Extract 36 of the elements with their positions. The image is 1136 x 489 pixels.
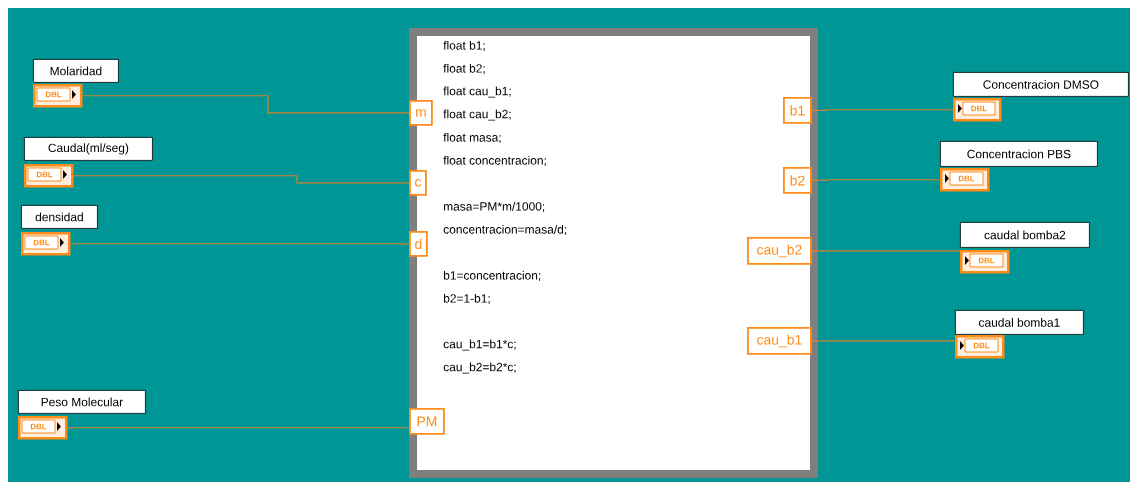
control-label: caudal bomba2 <box>960 222 1090 248</box>
code-line: masa=PM*m/1000; <box>444 201 545 213</box>
code-line: float cau_b1; <box>443 86 511 98</box>
wire <box>81 95 410 114</box>
wire <box>66 427 410 429</box>
wire <box>72 175 410 184</box>
wire <box>811 340 956 342</box>
wire <box>811 109 954 111</box>
control-label: Caudal(ml/seg) <box>24 137 153 161</box>
terminal: d <box>409 231 428 257</box>
wire <box>811 250 961 252</box>
code-line: b2=1-b1; <box>443 293 490 305</box>
control-label: densidad <box>21 205 98 229</box>
terminal: PM <box>409 408 445 435</box>
code-line: float b2; <box>443 63 485 75</box>
control-label: caudal bomba1 <box>955 310 1084 335</box>
terminal: cau_b1 <box>747 327 812 355</box>
control-label: Molaridad <box>33 59 119 83</box>
wire <box>811 179 941 181</box>
code-line: float b1; <box>443 40 485 52</box>
wire <box>69 243 410 245</box>
code-line: float masa; <box>443 132 501 144</box>
code-line: float concentracion; <box>443 155 546 167</box>
code-line: concentracion=masa/d; <box>443 224 567 236</box>
terminal: b1 <box>783 97 812 124</box>
control-label: Concentracion PBS <box>940 141 1098 167</box>
code-line: float cau_b2; <box>443 109 511 121</box>
code-line: cau_b2=b2*c; <box>443 362 516 374</box>
code-line: b1=concentracion; <box>443 270 541 282</box>
terminal: cau_b2 <box>747 237 812 265</box>
terminal: m <box>409 100 433 126</box>
code-line: cau_b1=b1*c; <box>443 339 516 351</box>
terminal: b2 <box>783 167 812 194</box>
control-label: Concentracion DMSO <box>953 72 1129 97</box>
control-label: Peso Molecular <box>18 390 146 414</box>
terminal: c <box>409 170 427 196</box>
